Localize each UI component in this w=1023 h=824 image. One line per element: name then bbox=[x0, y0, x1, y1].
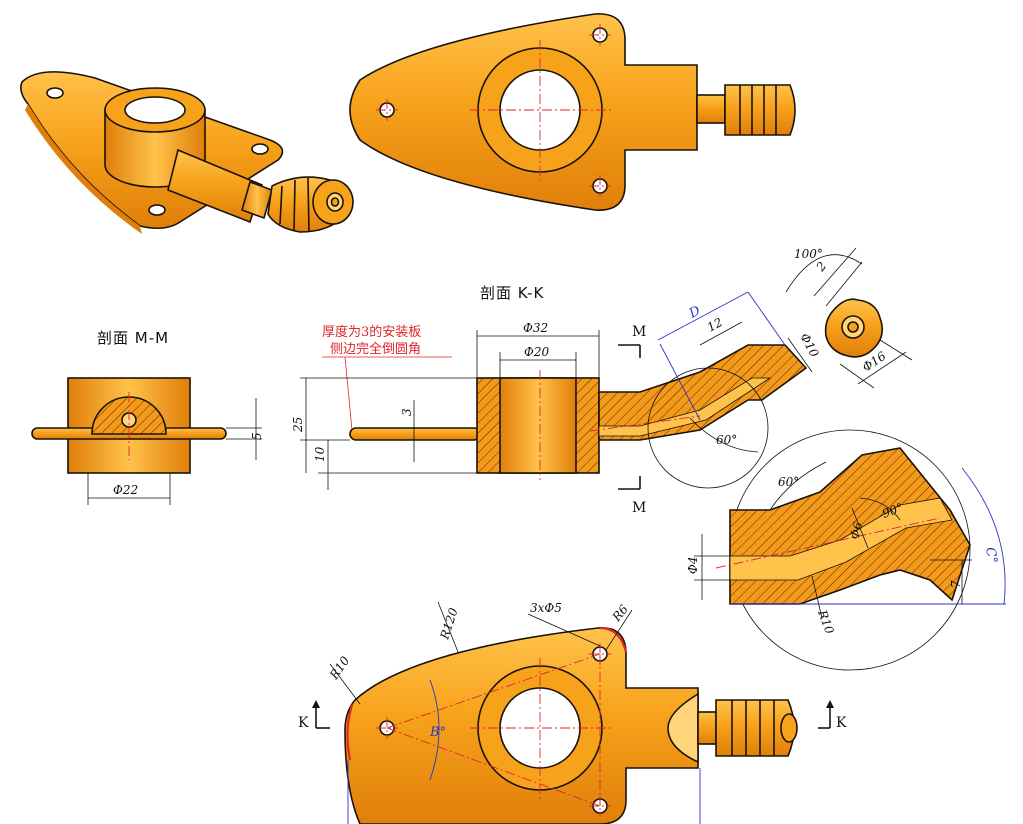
dim-2: 2 bbox=[813, 259, 829, 275]
dim-90: 90° bbox=[880, 500, 905, 520]
dim-kk-d20: Φ20 bbox=[524, 345, 549, 359]
detail-enlarged: 60° 90° Φ6 Φ4 7 R10 C° bbox=[686, 429, 1006, 671]
dim-60-b: 60° bbox=[778, 475, 799, 489]
plan-view-bottom: R120 3xΦ5 R6 R10 B° K K bbox=[298, 601, 847, 824]
dim-C: C° bbox=[982, 546, 1000, 565]
cut-mark-m-bottom: M bbox=[632, 500, 646, 516]
dim-holes: 3xΦ5 bbox=[530, 601, 562, 615]
cut-mark-k-right: K bbox=[836, 715, 847, 731]
dim-r10-a: R10 bbox=[815, 607, 837, 636]
plan-view-top bbox=[349, 13, 796, 211]
section-kk: 剖面 K-K 厚度为3的安装板 侧边完全倒圆角 25 10 3 Φ32 Φ20 bbox=[291, 284, 822, 516]
dim-d10: Φ10 bbox=[797, 331, 821, 360]
dim-d6: Φ6 bbox=[847, 520, 865, 541]
dim-kk-3: 3 bbox=[400, 408, 414, 416]
dim-r10-b: R10 bbox=[326, 653, 352, 682]
dim-r120: R120 bbox=[437, 606, 461, 642]
note-line-2: 侧边完全倒圆角 bbox=[330, 341, 421, 357]
dim-7: 7 bbox=[949, 580, 963, 588]
dim-kk-10: 10 bbox=[313, 446, 327, 462]
dim-d4: Φ4 bbox=[686, 557, 700, 574]
dim-mm-d22: Φ22 bbox=[113, 483, 138, 497]
dim-r6: R6 bbox=[609, 602, 631, 625]
dim-kk-25: 25 bbox=[291, 417, 305, 433]
dim-12: 12 bbox=[705, 315, 725, 335]
isometric-view bbox=[20, 71, 354, 234]
section-kk-title: 剖面 K-K bbox=[480, 284, 544, 302]
note-line-1: 厚度为3的安装板 bbox=[322, 324, 421, 340]
dim-mm-5: 5 bbox=[250, 432, 264, 440]
cut-mark-k-left: K bbox=[298, 715, 309, 731]
section-mm-title: 剖面 M-M bbox=[97, 329, 169, 347]
dim-D: D bbox=[686, 303, 704, 322]
dim-60-a: 60° bbox=[716, 433, 737, 447]
section-mm: 剖面 M-M Φ22 5 bbox=[31, 329, 264, 505]
cut-mark-m-top: M bbox=[632, 324, 646, 340]
dim-100: 100° bbox=[794, 247, 823, 261]
dim-kk-d32: Φ32 bbox=[523, 321, 548, 335]
dim-B: B° bbox=[429, 725, 446, 740]
